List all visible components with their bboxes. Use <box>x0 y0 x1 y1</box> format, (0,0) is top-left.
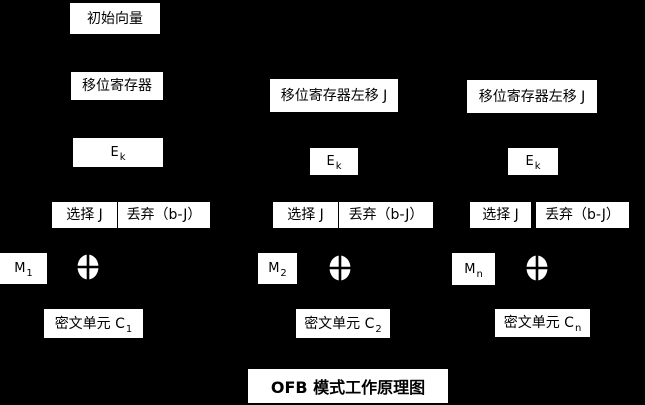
discard-box: 丢弃（b-J） <box>536 202 629 228</box>
ciphertext-label: 密文单元 C2 <box>304 315 382 335</box>
ciphertext-box: 密文单元 C1 <box>44 309 143 338</box>
shift-register-left-box: 移位寄存器左移 J <box>270 79 398 112</box>
ciphertext-subscript: n <box>574 323 582 334</box>
xor-icon <box>526 255 548 281</box>
select-j-label: 选择 J <box>66 207 103 223</box>
plaintext-subscript: 2 <box>280 268 287 279</box>
plaintext-label: M1 <box>14 261 33 279</box>
block-cipher-box: Ek <box>73 138 163 167</box>
cipher-key-subscript: k <box>335 161 342 172</box>
plaintext-subscript: 1 <box>26 268 33 279</box>
ciphertext-subscript: 1 <box>125 323 133 335</box>
ciphertext-box: 密文单元 C2 <box>296 309 390 338</box>
plaintext-label: M2 <box>268 261 287 279</box>
discard-label: 丢弃（b-J） <box>545 207 620 223</box>
discard-label: 丢弃（b-J） <box>126 207 202 223</box>
plaintext-box: M1 <box>0 253 47 284</box>
select-j-label: 选择 J <box>482 207 519 223</box>
discard-label: 丢弃（b-J） <box>348 207 424 223</box>
shift-register-left-label: 移位寄存器左移 J <box>478 88 586 105</box>
cipher-key-label: Ek <box>326 154 342 172</box>
select-j-box: 选择 J <box>273 202 338 228</box>
ciphertext-subscript: 2 <box>375 323 382 335</box>
block-cipher-box: Ek <box>310 148 358 175</box>
cipher-key-label: Ek <box>110 145 126 163</box>
plaintext-subscript: n <box>476 268 483 280</box>
xor-icon <box>77 254 99 280</box>
plaintext-box: Mn <box>452 253 495 285</box>
ciphertext-label: 密文单元 Cn <box>503 315 582 334</box>
discard-box: 丢弃（b-J） <box>118 202 210 228</box>
shift-register-box: 移位寄存器 <box>71 72 163 100</box>
select-j-box: 选择 J <box>470 202 531 228</box>
select-j-label: 选择 J <box>287 207 324 223</box>
diagram-title: OFB 模式工作原理图 <box>270 378 426 397</box>
shift-register-left-box: 移位寄存器左移 J <box>467 80 597 113</box>
block-cipher-box: Ek <box>508 148 558 175</box>
ciphertext-box: 密文单元 Cn <box>495 309 590 337</box>
xor-icon <box>329 255 351 281</box>
shift-register-label: 移位寄存器 <box>82 78 152 94</box>
plaintext-label: Mn <box>464 261 483 280</box>
discard-box: 丢弃（b-J） <box>339 202 433 228</box>
cipher-key-subscript: k <box>534 161 541 172</box>
cipher-key-label: Ek <box>525 154 541 172</box>
diagram-title-box: OFB 模式工作原理图 <box>248 369 448 403</box>
ciphertext-label: 密文单元 C1 <box>54 315 133 335</box>
initial-vector-label: 初始向量 <box>87 10 143 27</box>
cipher-key-subscript: k <box>119 152 126 163</box>
initial-vector-box: 初始向量 <box>70 3 160 34</box>
shift-register-left-label: 移位寄存器左移 J <box>280 87 388 104</box>
select-j-box: 选择 J <box>52 202 117 228</box>
plaintext-box: M2 <box>258 253 297 284</box>
